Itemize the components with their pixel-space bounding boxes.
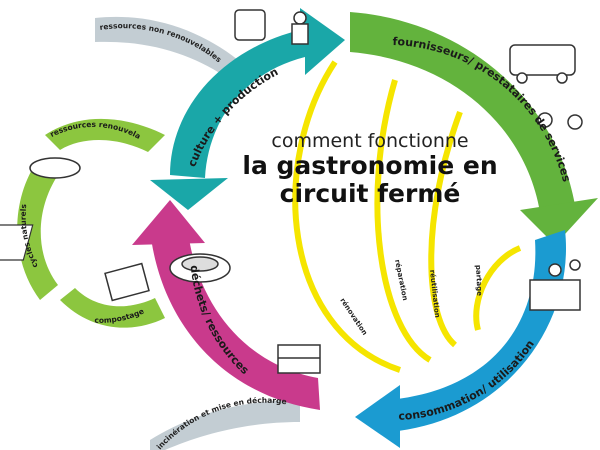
segment-suppliers-arrow [520, 198, 598, 245]
label-partage: partage [474, 265, 483, 297]
loop-partage [473, 245, 522, 331]
label-reparation: réparation [393, 259, 409, 301]
yellow-loops [292, 60, 522, 373]
illustration-compost [104, 262, 150, 302]
illustration-van [509, 44, 583, 130]
segment-consumption [388, 230, 567, 432]
renewable-cycle-bottom [60, 288, 165, 328]
disposal-band [150, 400, 300, 450]
nonrenewable-band [95, 16, 238, 81]
illustration-garden [0, 224, 34, 261]
illustration-bale [277, 344, 321, 374]
loop-reparation [374, 79, 432, 363]
segment-waste-arrow [132, 200, 205, 245]
label-reutilisation: réutilisation [428, 269, 441, 318]
loop-reutilisation [428, 110, 463, 348]
loop-renovation [292, 60, 401, 373]
title-line-1: comment fonctionne [271, 130, 469, 152]
renewable-cycle-left [17, 160, 59, 300]
segment-consumption-arrow [355, 385, 400, 448]
segment-waste-resources [150, 230, 320, 410]
illustration-dining [529, 259, 581, 311]
renewable-cycle-top [45, 118, 165, 152]
illustration-bowl [29, 157, 81, 179]
segment-suppliers [350, 12, 575, 212]
title-line-2: la gastronomie en [242, 151, 498, 180]
title-main: la gastronomie en circuit fermé [220, 152, 520, 208]
illustration-plate [169, 253, 231, 283]
segment-teal-arrow [150, 178, 228, 210]
segment-culture-production [170, 8, 345, 178]
title-line-3: circuit fermé [279, 179, 461, 208]
illustration-farmers [234, 9, 309, 45]
